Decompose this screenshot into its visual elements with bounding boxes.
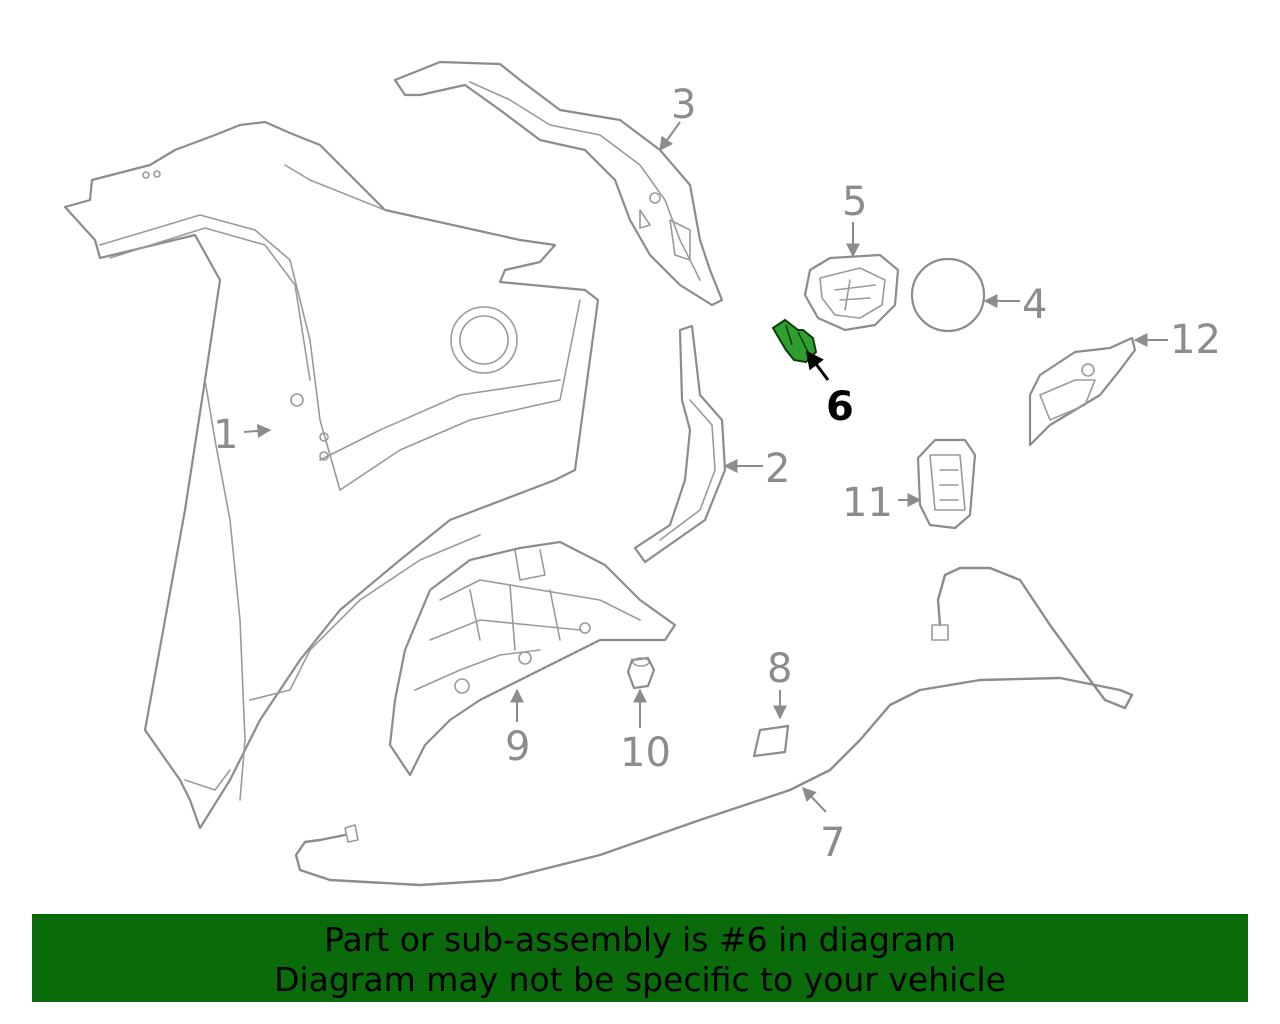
part-1-quarter-panel [63,120,600,830]
part-12-bracket [1028,336,1137,447]
callout-12: 12 [1170,317,1221,363]
leader-7 [802,786,827,813]
leader-6 [805,350,830,381]
callout-5: 5 [842,179,867,225]
callout-1: 1 [213,412,238,458]
callout-10: 10 [620,730,671,776]
part-4-fuel-door [910,257,986,333]
part-11-actuator [916,438,977,530]
callout-3: 3 [671,82,696,128]
callout-9: 9 [505,724,530,770]
callout-2: 2 [765,446,790,492]
part-2-reinforcement [633,324,727,564]
leader-1 [243,423,272,438]
part-7-release-cable [294,566,1134,887]
info-banner: Part or sub-assembly is #6 in diagram Di… [32,914,1248,1002]
part-5-fuel-door-housing [803,253,900,332]
part-3-upper-rail [393,60,724,307]
part-9-liner [388,540,677,777]
callout-8: 8 [767,646,792,692]
callout-7: 7 [820,820,845,866]
callout-6-highlighted: 6 [826,384,854,430]
part-10-clip [626,656,656,690]
callout-4: 4 [1022,282,1047,328]
banner-line-2: Diagram may not be specific to your vehi… [274,960,1006,999]
leader-3 [659,121,681,152]
part-8-pad [752,724,790,758]
callout-11: 11 [842,480,893,526]
parts-diagram: 1 2 3 4 5 6 7 8 9 10 11 12 [63,60,1221,887]
banner-line-1: Part or sub-assembly is #6 in diagram [324,920,956,959]
